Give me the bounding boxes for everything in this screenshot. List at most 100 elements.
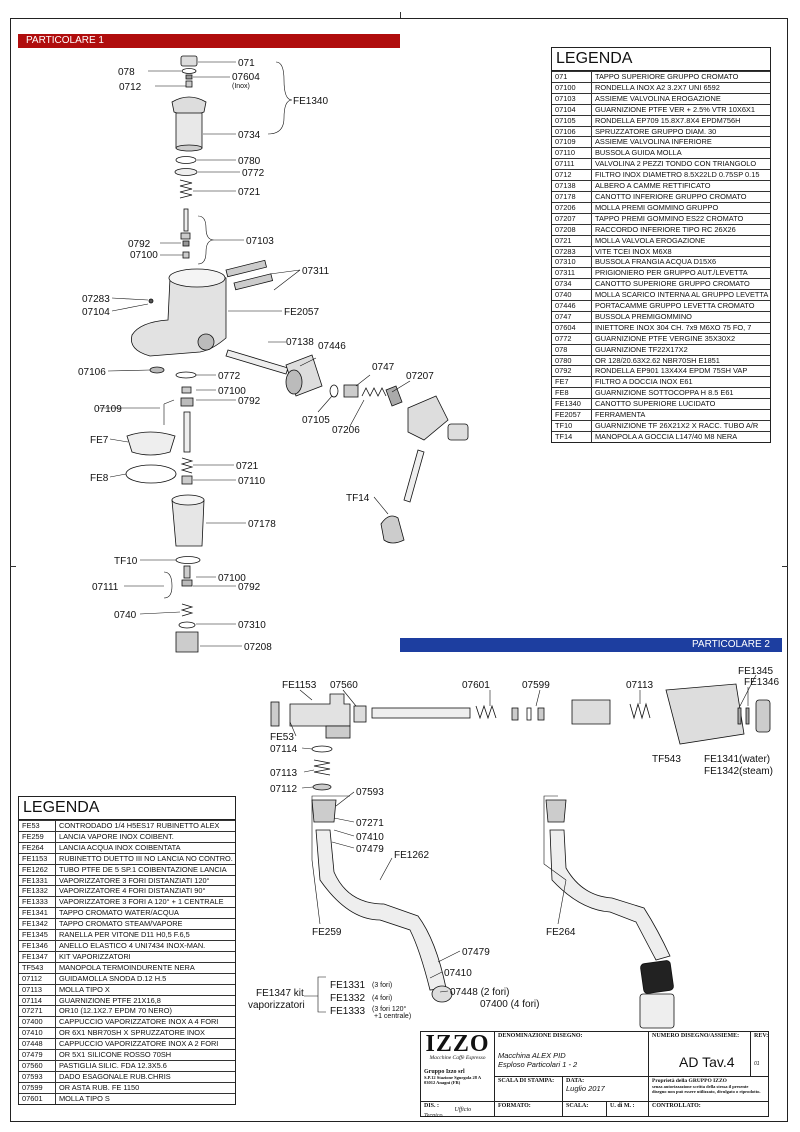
scala-stampa-cell: SCALA DI STAMPA: <box>495 1077 563 1102</box>
label-07410-b: 07410 <box>444 968 472 979</box>
part-tf543 <box>665 683 745 745</box>
legend-description: ALBERO A CAMME RETTIFICATO <box>591 180 770 192</box>
legend-code: 07207 <box>552 212 592 225</box>
legend-code: 07112 <box>19 972 56 985</box>
part-07283 <box>148 298 154 304</box>
legend-description: FERRAMENTA <box>591 409 770 421</box>
label-0780: 0780 <box>238 156 261 167</box>
label-07604: 07604 <box>232 72 260 83</box>
legend-description: OR 128/20.63X2.62 NBR70SH E1851 <box>591 354 770 366</box>
legend-description: INIETTORE INOX 304 CH. 7x9 M6XO 75 FO, 7 <box>591 321 770 334</box>
legend-description: BUSSOLA FRANGIA ACQUA D15X6 <box>591 256 770 268</box>
legend-title: LEGENDA <box>552 48 770 71</box>
part-07601 <box>475 704 497 720</box>
rev-label: REV: <box>754 1033 769 1039</box>
legend-description: OR 5X1 SILICONE ROSSO 70SH <box>55 1049 235 1061</box>
legend-code: 07104 <box>552 103 592 116</box>
legend-code: 0780 <box>552 354 592 366</box>
legend-description: PORTACAMME GRUPPO LEVETTA CROMATO <box>591 300 770 312</box>
denominazione-label: DENOMINAZIONE DISEGNO: <box>498 1033 583 1039</box>
legend-description: GUARNIZIONE PTFE VERGINE 35X30X2 <box>591 332 770 345</box>
legend-code: FE1347 <box>19 950 56 963</box>
legend-code: 078 <box>552 343 592 356</box>
label-07310: 07310 <box>238 620 266 631</box>
center-tick-top <box>400 12 401 18</box>
label-3-fori-120: (3 fori 120° <box>372 1005 407 1013</box>
part-07310 <box>178 621 196 629</box>
label-078: 078 <box>118 67 135 78</box>
legend-description: OR10 (12.1X2.7 EPDM 70 NERO) <box>55 1005 235 1017</box>
legend-row: 07400 CAPPUCCIO VAPORIZZATORE INOX A 4 F… <box>19 1016 235 1028</box>
denominazione-cell: DENOMINAZIONE DISEGNO: Macchina ALEX PID… <box>495 1032 649 1077</box>
part-tf14 <box>380 515 405 544</box>
legend-description: VAPORIZZATORE 3 FORI DISTANZIATI 120° <box>55 874 235 886</box>
denominazione-value-1: Macchina ALEX PID <box>498 1051 566 1060</box>
legend-code: 07271 <box>19 1005 56 1017</box>
part-0772 <box>174 168 198 176</box>
label-fe1342: FE1342(steam) <box>704 766 773 777</box>
part-0780 <box>175 156 197 164</box>
legend-description: LANCIA ACQUA INOX COIBENTATA <box>55 841 235 854</box>
label-fe1153: FE1153 <box>282 680 317 691</box>
legend-code: FE1331 <box>19 874 56 886</box>
legend-code: 071 <box>552 71 592 83</box>
company-address-2: 03012 Anagni (FR) <box>424 1080 461 1085</box>
label-tf14: TF14 <box>346 493 370 504</box>
part-07560 <box>353 705 367 723</box>
legend-description: RACCORDO INFERIORE TIPO RC 26X26 <box>591 223 770 236</box>
label-4-fori: (4 fori) <box>372 995 392 1002</box>
legend-description: CAPPUCCIO VAPORIZZATORE INOX A 4 FORI <box>55 1016 235 1028</box>
controllato-label: CONTROLLATO: <box>652 1103 701 1109</box>
label-fe1340: FE1340 <box>293 96 328 107</box>
legend-description: ANELLO ELASTICO 4 UNI7434 INOX-MAN. <box>55 939 235 952</box>
label-07283: 07283 <box>82 294 110 305</box>
part-07105 <box>329 384 339 398</box>
part-07208 <box>175 631 199 653</box>
legend-description: GUARNIZIONE TF22X17X2 <box>591 343 770 356</box>
scala-cell: SCALA: <box>563 1102 607 1117</box>
legend-code: FE1341 <box>19 907 56 919</box>
part-lever-rod <box>403 449 425 503</box>
section-particolare-2: PARTICOLARE 2 <box>400 638 782 652</box>
legend-description: GUIDAMOLLA SNODA D.12 H.5 <box>55 972 235 985</box>
legend-title: LEGENDA <box>19 797 235 820</box>
rev-cell: REV: 01 <box>751 1032 769 1077</box>
section-particolare-1: PARTICOLARE 1 <box>18 34 400 48</box>
rev-value: 01 <box>754 1061 760 1067</box>
numero-label: NUMERO DISEGNO/ASSIEME: <box>652 1033 740 1039</box>
drawing-frame <box>10 18 788 1122</box>
legend-code: FE7 <box>552 376 592 388</box>
part-lever-block <box>407 395 449 441</box>
legend-code: 07103 <box>552 92 592 105</box>
part-fitting <box>571 699 611 725</box>
label-07479-a: 07479 <box>356 844 384 855</box>
izzo-logo: IZZO <box>425 1032 490 1057</box>
label-07106: 07106 <box>78 367 106 378</box>
label-07593: 07593 <box>356 787 384 798</box>
legend-code: FE1340 <box>552 398 592 410</box>
legend-description: OR ASTA RUB. FE 1150 <box>55 1081 235 1094</box>
label-tf543: TF543 <box>652 754 681 765</box>
label-07178: 07178 <box>248 519 276 530</box>
label-07448: 07448 (2 fori) <box>450 987 509 998</box>
labels-particolare-1: 071 078 07604 (Inox) 0712 FE1340 0734 07… <box>78 58 434 653</box>
legend-code: 07479 <box>19 1049 56 1061</box>
label-07601: 07601 <box>462 680 490 691</box>
part-tf10 <box>175 556 201 564</box>
